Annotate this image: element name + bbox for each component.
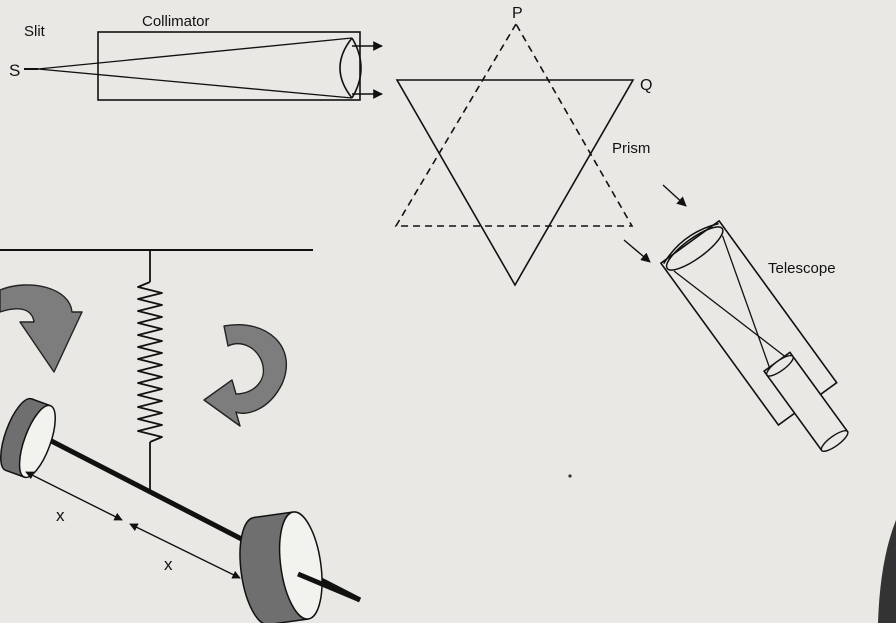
light-ray-upper: [37, 37, 353, 70]
rotation-arrow-right-icon: [203, 324, 288, 427]
prism-solid-triangle: [395, 79, 635, 287]
page-corner-shadow: [878, 520, 896, 623]
mass-right: [239, 511, 323, 623]
prism-dashed-triangle: [394, 22, 634, 227]
distance-arrow-right: [129, 523, 241, 579]
telescope-ray-b: [673, 270, 787, 358]
mass-left: [0, 397, 56, 479]
collimator-group: Slit S Collimator: [9, 13, 383, 101]
distance-arrow-left: [25, 471, 123, 521]
collimator-lens-front: [339, 37, 353, 99]
incoming-ray-upper: [662, 184, 687, 207]
telescope-ray-a: [721, 235, 771, 370]
eyepiece-end: [820, 430, 849, 452]
torsion-spring: [137, 281, 163, 443]
prism-group: P Q Prism: [394, 5, 652, 287]
collimator-lens-back: [351, 37, 362, 99]
distance-label-left: x: [56, 506, 65, 525]
telescope-objective-lens: [665, 226, 724, 271]
collimator-label: Collimator: [142, 13, 210, 30]
vertex-q-label: Q: [640, 77, 652, 94]
eyepiece-lens: [765, 354, 794, 377]
source-label: S: [9, 61, 20, 80]
incoming-ray-lower: [623, 239, 651, 263]
prism-label: Prism: [612, 140, 650, 157]
telescope-lens-curve: [663, 222, 719, 264]
slit-label: Slit: [24, 23, 46, 40]
rotation-arrow-left-icon: [0, 284, 83, 373]
torsion-pendulum-group: x x: [0, 249, 362, 623]
telescope-group: Telescope: [623, 184, 849, 452]
pendulum-rod-end: [297, 571, 361, 603]
collimator-tube: [97, 31, 361, 101]
telescope-label: Telescope: [768, 260, 836, 277]
vertex-p-label: P: [512, 5, 523, 22]
distance-label-right: x: [164, 555, 173, 574]
light-ray-lower: [37, 68, 353, 99]
scan-speck: [568, 474, 572, 478]
